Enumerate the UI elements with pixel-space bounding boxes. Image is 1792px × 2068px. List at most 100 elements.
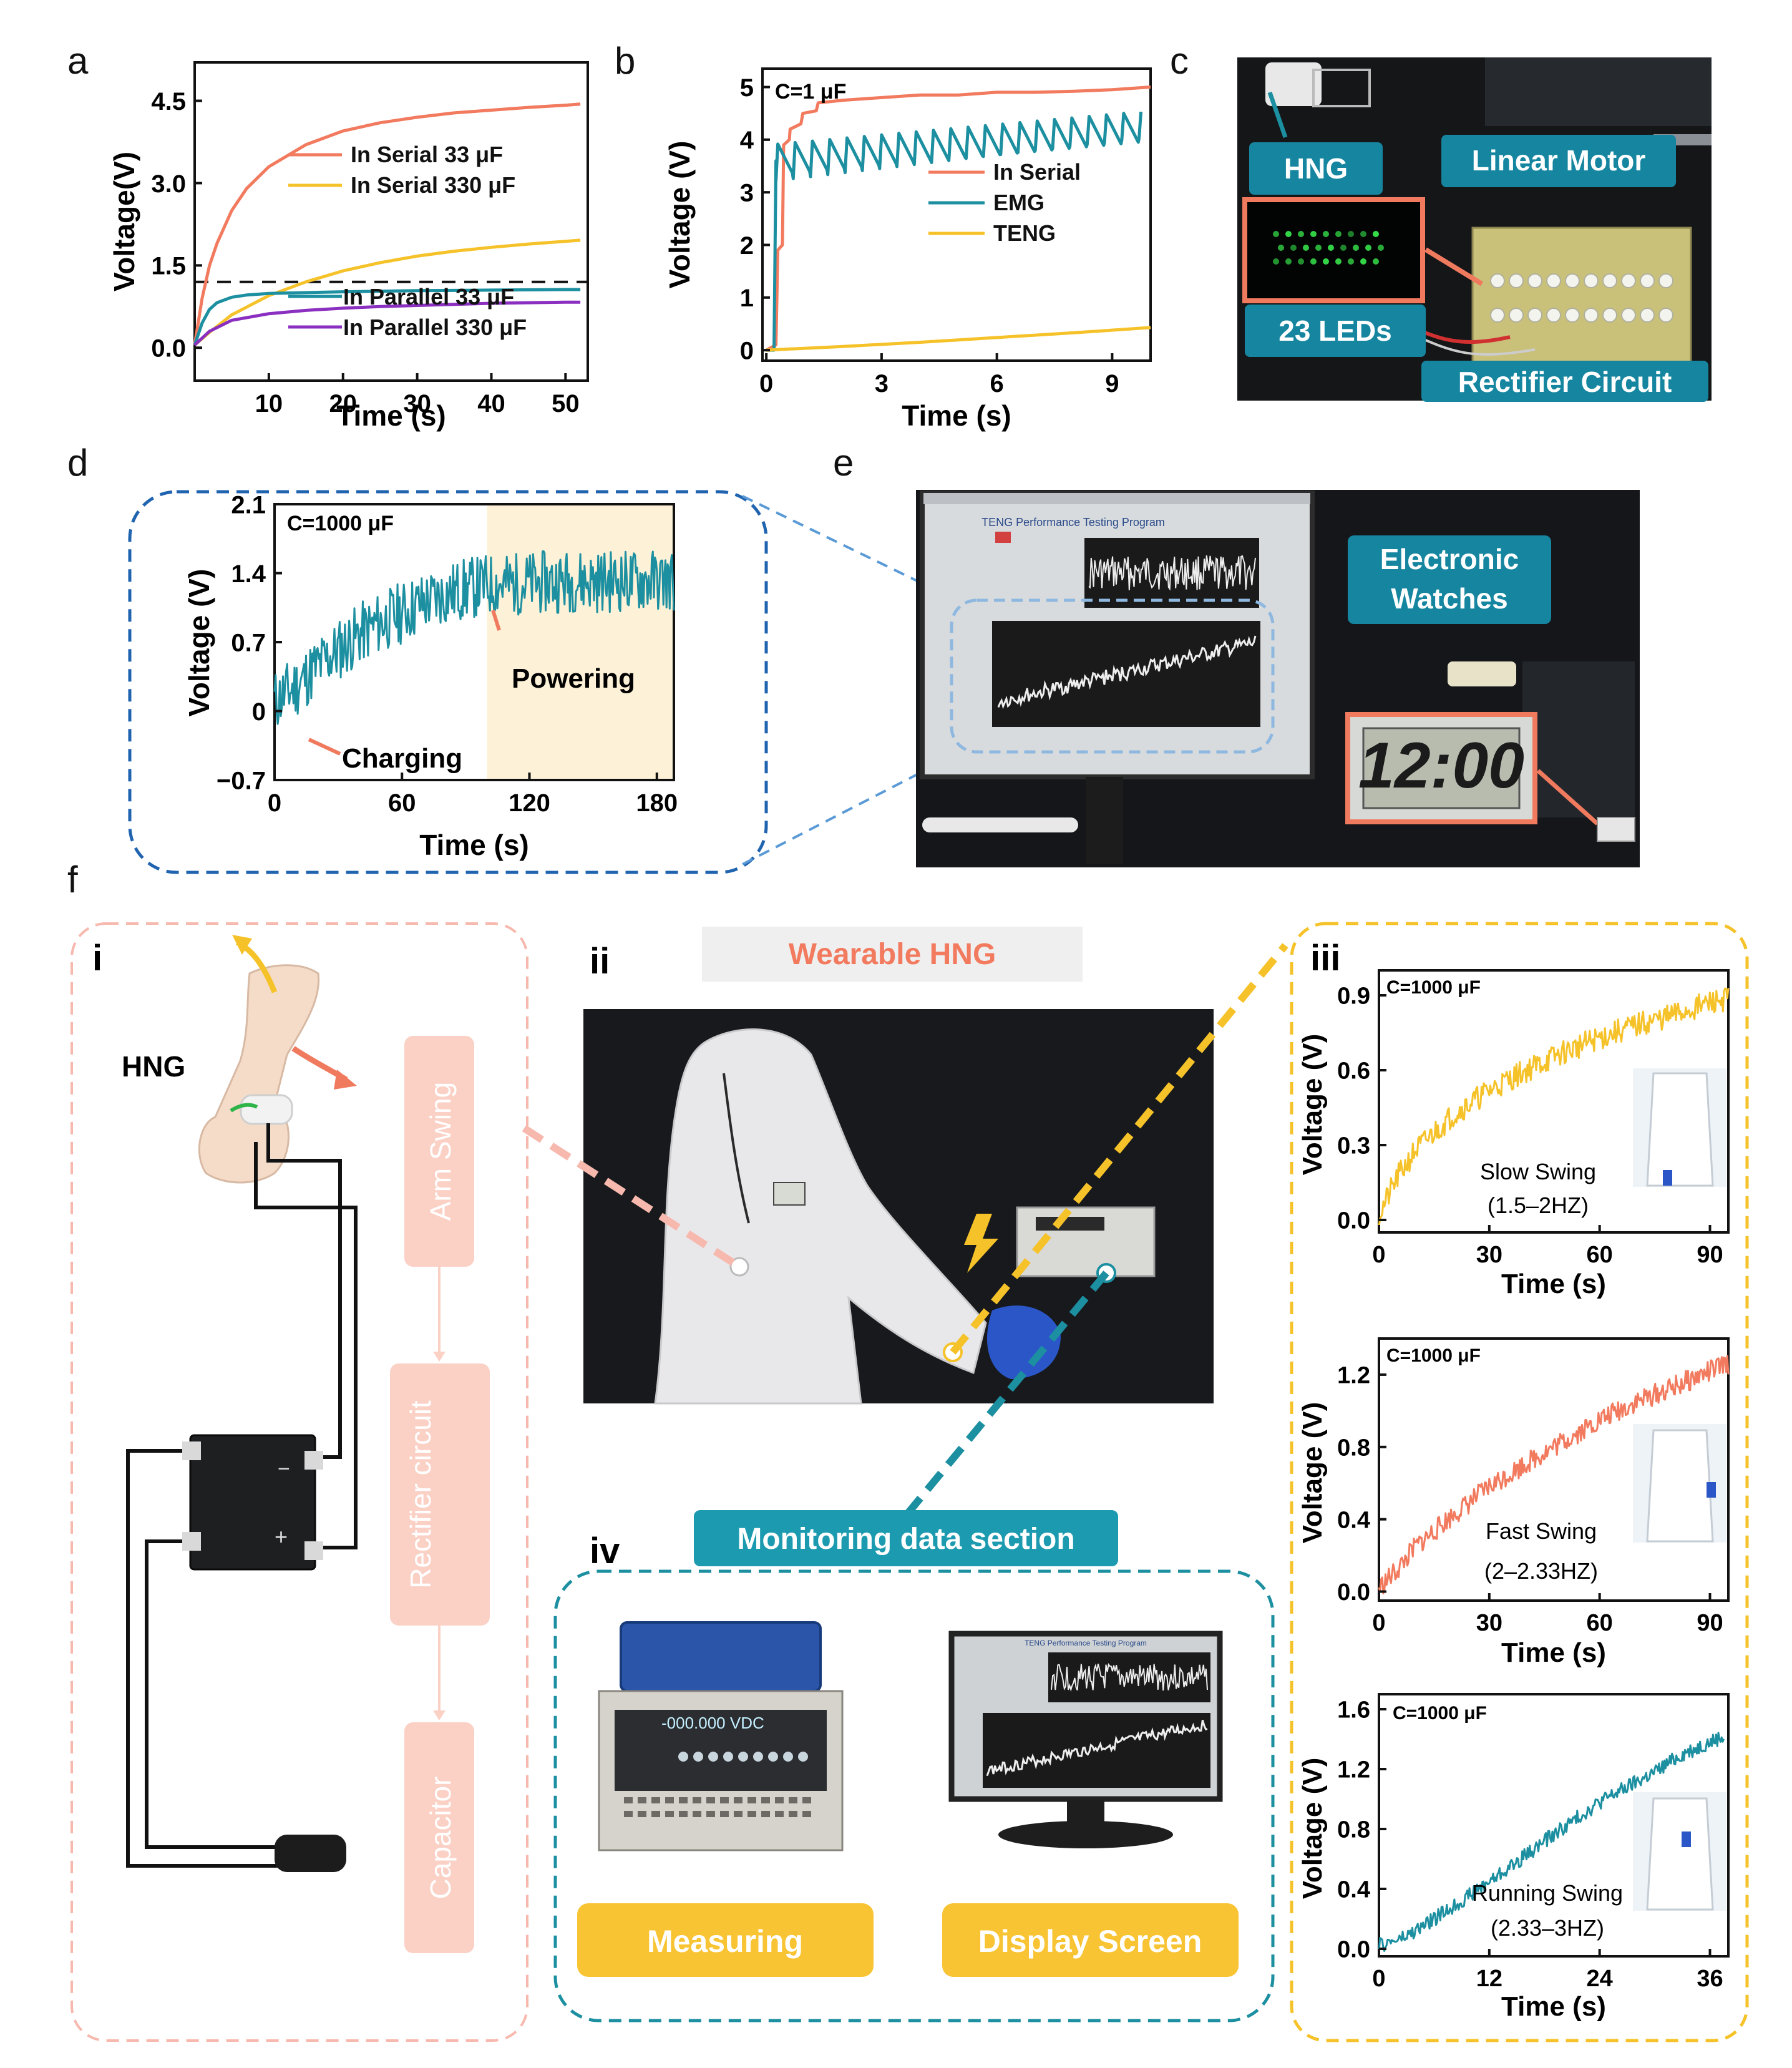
hng-label-box: [1249, 142, 1383, 195]
rectifier-pin-4: [304, 1541, 323, 1560]
chart-slow-xlabel: Time (s): [1501, 1269, 1606, 1299]
chart-d-ytick-label: 1.4: [231, 560, 266, 588]
chart-b-frame: [761, 67, 1152, 362]
chart-b-ytick-label: 0: [740, 338, 754, 365]
chart-running-annotation-1: Running Swing: [1472, 1880, 1623, 1906]
slow-swing-photo: [1633, 1068, 1726, 1187]
board-led-bulb: [1509, 308, 1524, 323]
linear-motor-body: [1485, 57, 1712, 126]
meter-button: [693, 1752, 703, 1762]
legend-label-parallel-330: In Parallel 330 μF: [343, 315, 527, 340]
chart-s3-xtick-label: 36: [1697, 1966, 1723, 1992]
chart-a-ylabel: Voltage(V): [108, 152, 140, 291]
meter-button: [798, 1752, 808, 1762]
hng-label: HNG: [1284, 152, 1348, 185]
led-glow-dot: [1335, 258, 1342, 265]
watch-pointer-arrow: [1536, 769, 1599, 826]
led-glow-dot: [1290, 245, 1297, 251]
meter-key: [747, 1797, 756, 1803]
led-glow-dot: [1360, 231, 1366, 237]
chart-s3-ytick-label: 0.0: [1337, 1937, 1370, 1963]
rectifier-plus: +: [275, 1524, 288, 1549]
chart-b-xtick-label: 3: [875, 370, 889, 398]
chart-a-ytick-label: 3.0: [151, 170, 186, 198]
chart-s3-xtick-label: 12: [1476, 1966, 1502, 1992]
chart-d-xtick-label: 0: [268, 789, 281, 817]
linear-motor-label-box: [1441, 135, 1676, 187]
board-led-bulb: [1658, 273, 1673, 288]
meter-key: [638, 1811, 646, 1817]
chart-a-xtick-label: 50: [552, 390, 580, 417]
connector-ii-iii: [950, 943, 1288, 1355]
step-rectifier-box: [390, 1363, 490, 1626]
chart-running-ylabel: Voltage (V): [1297, 1758, 1328, 1900]
meter-button: [768, 1752, 778, 1762]
led-glow-dot: [1323, 258, 1329, 265]
led-board-bulbs: [1490, 273, 1673, 323]
led-glow-dot: [1278, 245, 1284, 251]
arm-illustration: [198, 964, 320, 1184]
display-lower-trace: [986, 1719, 1208, 1777]
led-glow-dot: [1373, 258, 1379, 265]
monitor-stop-button: [995, 532, 1011, 543]
meter-key: [720, 1811, 729, 1817]
board-led-bulb: [1490, 308, 1505, 323]
tube-foreground: [922, 817, 1078, 832]
display-stand-base: [998, 1821, 1173, 1848]
chart-a-legend: In Serial 33 μF In Serial 330 μF In Para…: [288, 142, 527, 340]
chart-a-ytick-label: 4.5: [151, 88, 186, 115]
sensor-node-shoulder: [729, 1257, 749, 1277]
section-f-iv: Monitoring data section iv -000.000 VDC …: [553, 1510, 1275, 2022]
display-screen-label-box: [942, 1903, 1239, 1977]
legend-label-serial-33: In Serial 33 μF: [351, 142, 503, 167]
step-capacitor-box: [404, 1722, 474, 1953]
instrument-blue-box: [620, 1621, 822, 1692]
meter-key: [693, 1811, 701, 1817]
meter-key: [789, 1797, 797, 1803]
meter-button: [678, 1752, 688, 1762]
chart-s3-ytick-label: 0.8: [1337, 1817, 1370, 1843]
slow-photo-glove: [1663, 1170, 1672, 1186]
meter-key: [747, 1811, 756, 1817]
chart-a-xtick-label: 20: [329, 390, 357, 417]
chart-slow-annotation-1: Slow Swing: [1480, 1159, 1596, 1184]
board-led-bulb: [1640, 308, 1655, 323]
board-led-bulb: [1546, 308, 1561, 323]
meter-key: [720, 1797, 729, 1803]
panel-label-b: b: [615, 40, 635, 82]
chart-running-annotation-2: (2.33–3HZ): [1491, 1915, 1604, 1941]
led-glow-dot: [1378, 245, 1384, 251]
chart-b-ylabel: Voltage (V): [663, 141, 696, 289]
chart-a-series-0-line: [193, 102, 581, 346]
monitoring-header: Monitoring data section: [737, 1523, 1074, 1556]
panel-label-a: a: [67, 40, 89, 82]
meter-button: [738, 1752, 748, 1762]
chart-d-xlabel: Time (s): [419, 829, 529, 861]
chart-fast-series: [1378, 1355, 1730, 1595]
monitor-program-title: TENG Performance Testing Program: [981, 516, 1165, 529]
meter-button: [753, 1752, 763, 1762]
chart-fast-title: C=1000 μF: [1386, 1345, 1481, 1366]
motor-stage-e: [1522, 661, 1635, 817]
chart-s1-ytick-label: 0.3: [1337, 1133, 1370, 1159]
led-array-glow: [1273, 231, 1384, 265]
chart-d-series-0-line: [273, 550, 675, 725]
step-arm-swing-label: Arm Swing: [424, 1082, 457, 1221]
led-glow-dot: [1348, 258, 1354, 265]
hng-device-e: [1448, 661, 1516, 686]
measuring-label: Measuring: [647, 1924, 803, 1959]
powering-label: Powering: [512, 663, 635, 694]
led-glow-dot: [1328, 245, 1334, 251]
chart-s2-xtick-label: 30: [1476, 1610, 1502, 1636]
led-glow-dot: [1310, 258, 1317, 265]
chart-s3-ytick-label: 0.4: [1337, 1877, 1370, 1903]
meter-key: [693, 1797, 701, 1803]
section-i-dashed-frame: [71, 922, 528, 2042]
chart-s3-ytick-label: 1.2: [1337, 1757, 1370, 1783]
